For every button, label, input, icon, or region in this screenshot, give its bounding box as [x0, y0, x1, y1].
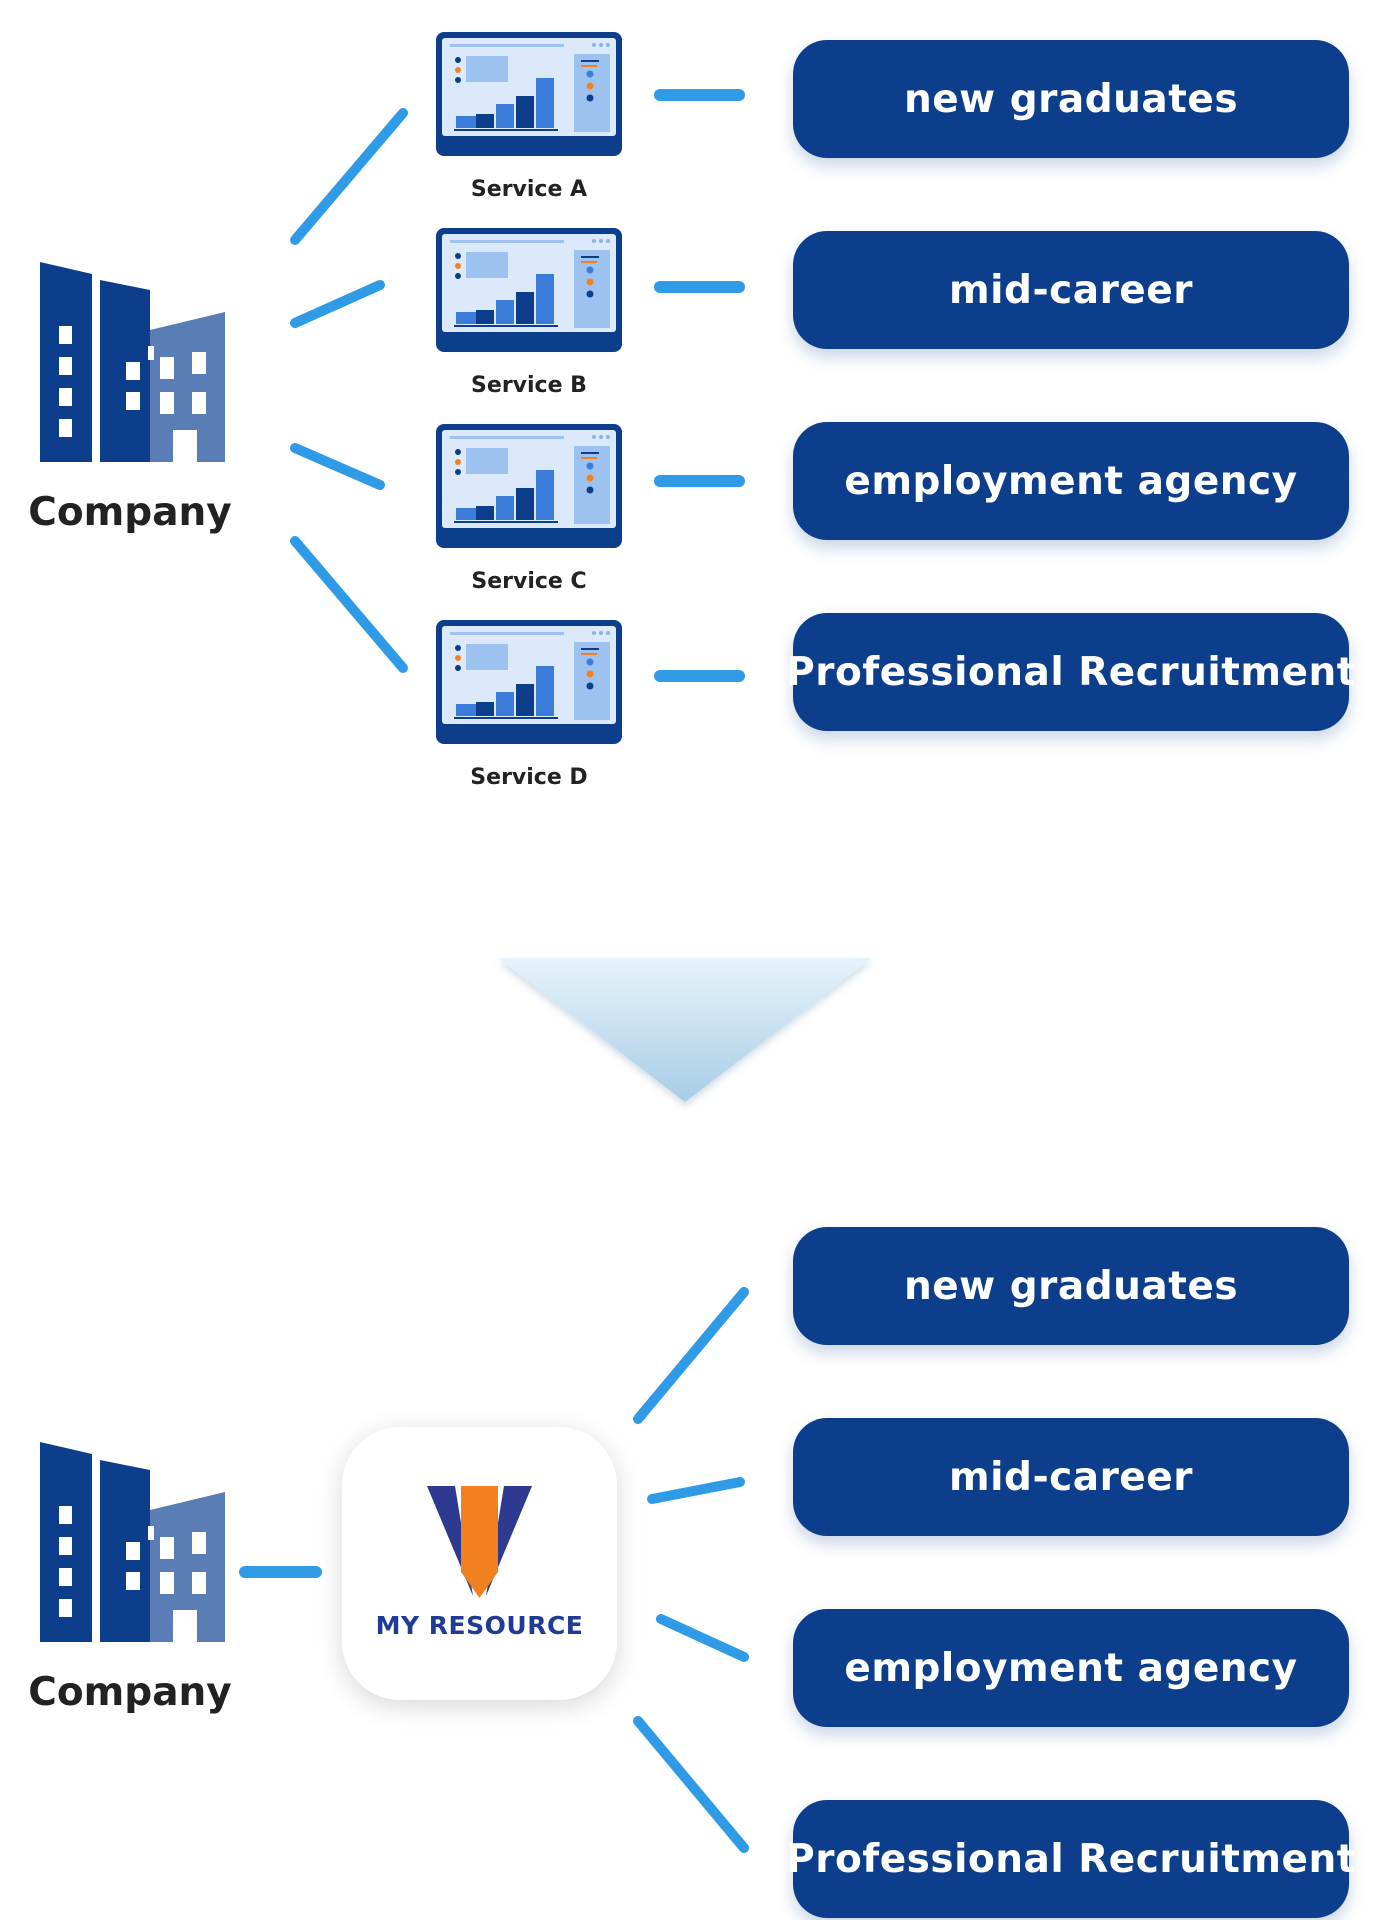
connector-line — [290, 108, 408, 245]
target-label: mid-career — [949, 1454, 1193, 1500]
company-label: Company — [28, 1670, 232, 1715]
target-label: Professional Recruitment — [786, 1836, 1356, 1882]
target-pill-new-graduates: new graduates — [793, 40, 1349, 158]
target-pill-new-graduates: new graduates — [793, 1227, 1349, 1345]
target-pill-mid-career: mid-career — [793, 231, 1349, 349]
service-label: Service A — [470, 177, 588, 202]
service-monitor-icon — [436, 424, 622, 548]
target-pill-professional-recruitment: Professional Recruitment — [786, 1800, 1355, 1918]
target-label: Professional Recruitment — [786, 649, 1356, 695]
my-resource-logo-icon — [427, 1486, 532, 1598]
target-label: employment agency — [844, 458, 1298, 504]
connector-line — [656, 1614, 749, 1662]
target-pill-employment-agency: employment agency — [793, 422, 1349, 540]
target-pill-professional-recruitment: Professional Recruitment — [786, 613, 1355, 731]
target-label: new graduates — [903, 1263, 1239, 1309]
service-monitor-icon — [436, 228, 622, 352]
service-label: Service C — [471, 569, 587, 594]
target-pill-mid-career: mid-career — [793, 1418, 1349, 1536]
connector-line — [290, 443, 385, 490]
after-connectors — [239, 1287, 749, 1853]
target-label: mid-career — [949, 267, 1193, 313]
target-label: new graduates — [903, 76, 1239, 122]
service-monitor-icon — [436, 620, 622, 744]
app-brand-name: MY RESOURCE — [375, 1611, 584, 1640]
connector-line — [290, 536, 408, 673]
connector-line — [633, 1716, 749, 1853]
target-pill-employment-agency: employment agency — [793, 1609, 1349, 1727]
connector-line — [290, 280, 385, 328]
service-label: Service D — [470, 765, 588, 790]
target-label: employment agency — [844, 1645, 1298, 1691]
connector-line — [647, 1477, 745, 1504]
down-triangle-arrow-icon — [498, 958, 872, 1102]
connector-line — [633, 1287, 749, 1424]
my-resource-app-card: MY RESOURCE — [342, 1427, 617, 1700]
company-label: Company — [28, 490, 232, 535]
service-monitor-icon — [436, 32, 622, 156]
service-label: Service B — [471, 373, 587, 398]
company-service-connectors — [290, 89, 745, 682]
